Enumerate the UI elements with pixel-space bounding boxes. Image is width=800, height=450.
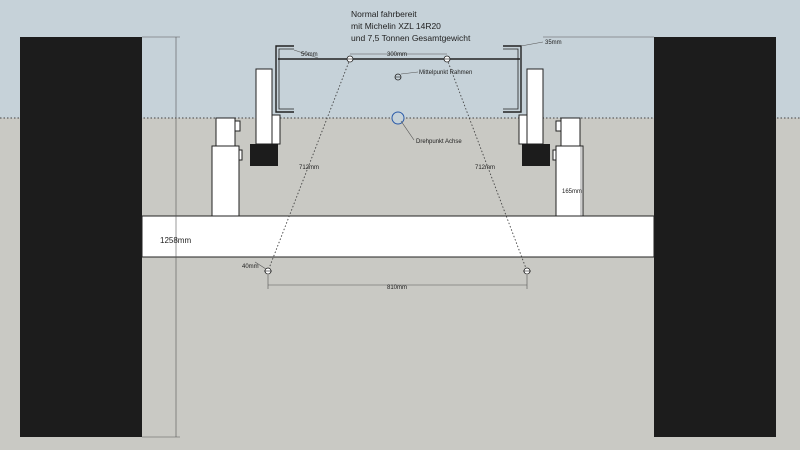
bottom-spacing-dim: 810mm <box>387 285 407 291</box>
left-bump-stop <box>250 144 278 166</box>
left-frame-channel <box>275 45 294 113</box>
pivot-bottom-right <box>523 267 531 275</box>
right-hanger-inner <box>518 114 528 145</box>
right-top-leader <box>520 41 544 47</box>
pivot-bottom-left <box>264 267 272 275</box>
frame-flange-leader <box>293 49 319 59</box>
pivot-top-left <box>346 55 354 63</box>
spring-height-dim: 165mm <box>562 189 582 195</box>
title-line-3: und 7,5 Tonnen Gesamtgewicht <box>351 33 471 43</box>
frame-center-marker <box>394 73 402 81</box>
overall-height-dim: 1258mm <box>160 236 191 245</box>
right-frame-channel-inner <box>503 48 519 110</box>
left-spring-clip <box>234 120 241 132</box>
axle-pivot-marker <box>391 111 405 125</box>
right-spring-clip <box>555 120 562 132</box>
left-link-dim: 712mm <box>299 165 319 171</box>
right-hanger <box>526 68 544 145</box>
left-spring-clip-2 <box>238 149 243 161</box>
title-line-1: Normal fahrbereit <box>351 9 417 19</box>
top-spacing-dim: 300mm <box>387 52 407 58</box>
frame-center-label: Mittelpunkt Rahmen <box>419 70 472 76</box>
frame-center-leader <box>400 71 419 75</box>
axle-pivot-label: Drehpunkt Achse <box>416 139 462 145</box>
left-tire <box>20 37 142 437</box>
right-spring-upper <box>560 117 581 147</box>
axle-pivot-leader <box>400 120 415 141</box>
right-bump-stop <box>522 144 550 166</box>
axle-beam <box>141 215 655 258</box>
right-frame-channel <box>503 45 522 113</box>
frame-flange-dim: 50mm <box>301 52 318 58</box>
left-frame-channel-inner <box>278 48 294 110</box>
bottom-offset-dim: 40mm <box>242 264 259 270</box>
right-tire <box>654 37 776 437</box>
right-link-dim: 712mm <box>475 165 495 171</box>
right-top-dim: 35mm <box>545 40 562 46</box>
bottom-offset-leader <box>254 261 267 270</box>
left-spring-lower <box>211 145 240 217</box>
title-line-2: mit Michelin XZL 14R20 <box>351 21 441 31</box>
left-spring-upper <box>215 117 236 147</box>
right-link-line <box>446 58 528 272</box>
right-spring-lower <box>555 145 584 217</box>
left-link-line <box>267 58 351 272</box>
left-hanger-inner <box>271 114 281 145</box>
right-spring-clip-2 <box>552 149 557 161</box>
pivot-top-right <box>443 55 451 63</box>
left-hanger <box>255 68 273 145</box>
